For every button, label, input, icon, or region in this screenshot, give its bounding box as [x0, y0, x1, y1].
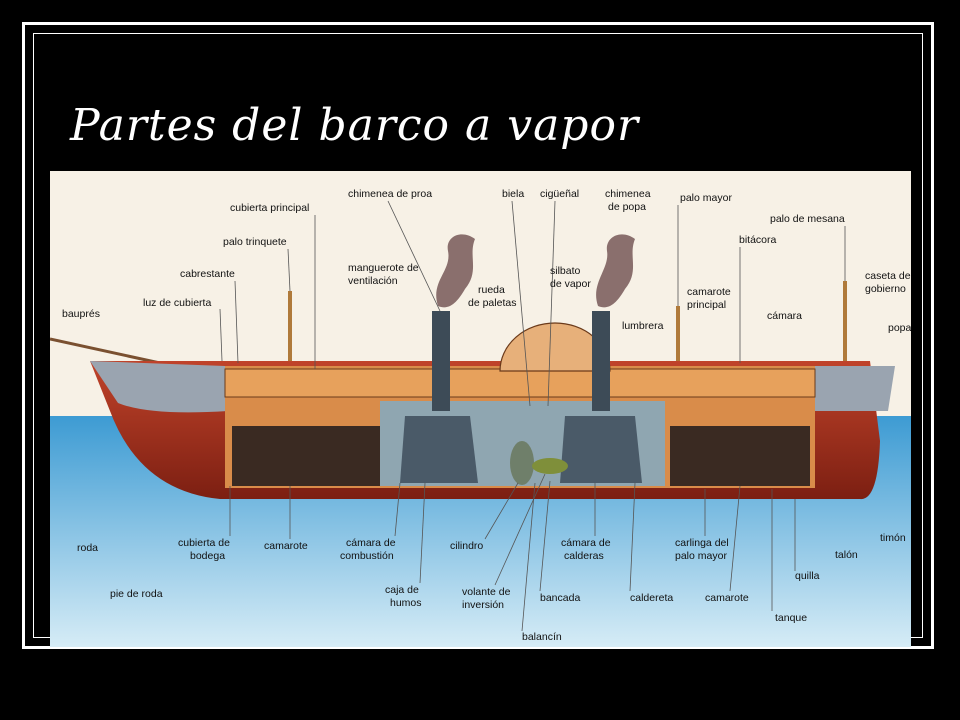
label-chimenea-popa-1: chimenea	[605, 188, 651, 200]
label-camarote-low: camarote	[264, 540, 308, 552]
label-volante-2: inversión	[462, 599, 504, 611]
label-baupres: bauprés	[62, 308, 100, 320]
label-camarote-principal-1: camarote	[687, 286, 731, 298]
mizzenmast	[843, 281, 847, 366]
label-talon: talón	[835, 549, 858, 561]
label-rueda-1: rueda	[478, 284, 505, 296]
label-carlinga-1: carlinga del	[675, 537, 729, 549]
label-camara-calderas-2: calderas	[564, 550, 604, 562]
label-bitacora: bitácora	[739, 234, 777, 246]
label-caja-humos-2: humos	[390, 597, 422, 609]
label-luz-cubierta: luz de cubierta	[143, 297, 211, 309]
label-camarote-low2: camarote	[705, 592, 749, 604]
label-camara-calderas-1: cámara de	[561, 537, 611, 549]
label-caseta-2: gobierno	[865, 283, 906, 295]
label-cubierta-bodega-2: bodega	[190, 550, 225, 562]
flywheel	[532, 458, 568, 474]
label-caseta-1: caseta de	[865, 270, 911, 282]
label-palo-trinquete: palo trinquete	[223, 236, 287, 248]
label-popa: popa	[888, 322, 911, 334]
label-silbato-2: de vapor	[550, 278, 591, 290]
label-cubierta-bodega-1: cubierta de	[178, 537, 230, 549]
label-cabrestante: cabrestante	[180, 268, 235, 280]
hold-aft	[670, 426, 810, 486]
label-manguerote-1: manguerote de	[348, 262, 419, 274]
upper-deck-cabins	[225, 369, 815, 397]
label-rueda-2: de paletas	[468, 297, 516, 309]
label-volante-1: volante de	[462, 586, 511, 598]
label-cubierta-principal: cubierta principal	[230, 202, 309, 214]
label-caldereta: caldereta	[630, 592, 673, 604]
cylinder	[510, 441, 534, 485]
label-manguerote-2: ventilación	[348, 275, 398, 287]
label-balancin: balancín	[522, 631, 562, 643]
label-biela: biela	[502, 188, 524, 200]
boiler-stern	[560, 416, 642, 483]
label-roda: roda	[77, 542, 98, 554]
label-caja-humos-1: caja de	[385, 584, 419, 596]
slide-title: Partes del barco a vapor	[70, 100, 639, 151]
label-palo-mesana: palo de mesana	[770, 213, 845, 225]
steamship-diagram: chimenea de proa biela cigüeñal chimenea…	[50, 171, 911, 647]
label-bancada: bancada	[540, 592, 580, 604]
funnel-bow	[432, 311, 450, 411]
label-quilla: quilla	[795, 570, 820, 582]
label-carlinga-2: palo mayor	[675, 550, 727, 562]
label-lumbrera: lumbrera	[622, 320, 664, 332]
label-camara-combustion-2: combustión	[340, 550, 394, 562]
label-cilindro: cilindro	[450, 540, 483, 552]
label-palo-mayor: palo mayor	[680, 192, 732, 204]
hold-fore	[232, 426, 380, 486]
label-timon: timón	[880, 532, 906, 544]
label-pie-roda: pie de roda	[110, 588, 163, 600]
label-silbato-1: silbato	[550, 265, 581, 277]
label-camara-combustion-1: cámara de	[346, 537, 396, 549]
hull-grey-stern	[810, 366, 895, 411]
funnel-stern	[592, 311, 610, 411]
label-chimenea-popa-2: de popa	[608, 201, 646, 213]
label-tanque: tanque	[775, 612, 807, 624]
label-camarote-principal-2: principal	[687, 299, 726, 311]
label-ciguenal: cigüeñal	[540, 188, 579, 200]
label-camara-top: cámara	[767, 310, 802, 322]
label-chimenea-proa: chimenea de proa	[348, 188, 432, 200]
boiler-bow	[400, 416, 478, 483]
